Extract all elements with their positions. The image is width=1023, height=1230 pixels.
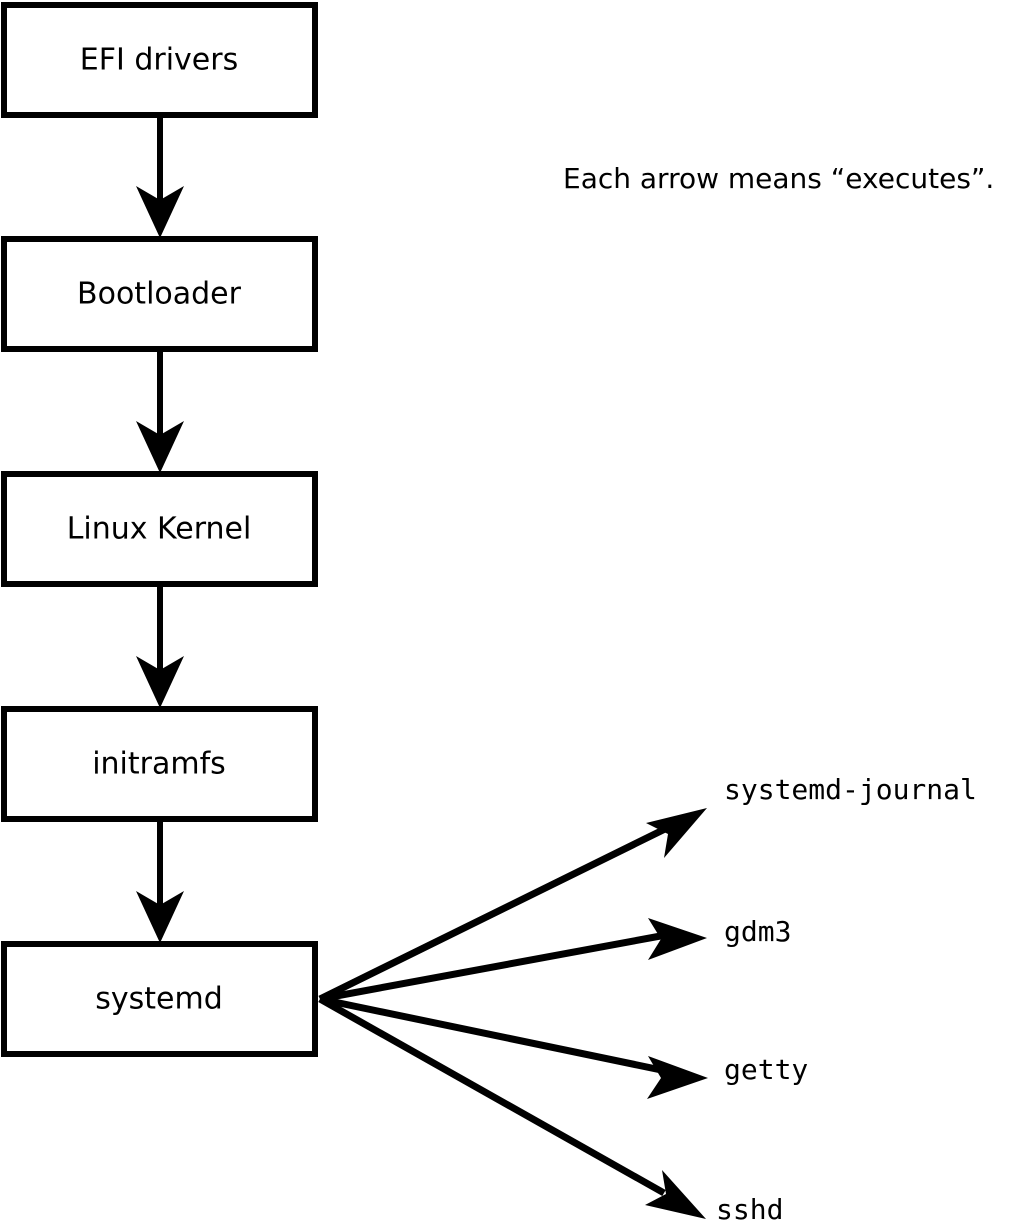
arrow-linux-kernel-to-initramfs <box>136 587 184 708</box>
diagram-caption: Each arrow means “executes”. <box>563 162 994 195</box>
box-linux-kernel[interactable] <box>1 471 318 587</box>
box-label-systemd: systemd <box>95 982 223 1017</box>
box-group-initramfs[interactable]: initramfs <box>1 706 318 822</box>
box-label-initramfs: initramfs <box>92 747 226 782</box>
arrow-initramfs-to-systemd <box>136 822 184 943</box>
box-label-efi-drivers: EFI drivers <box>80 43 238 78</box>
arrow-bootloader-to-linux-kernel <box>136 352 184 473</box>
box-label-bootloader: Bootloader <box>77 277 242 312</box>
box-group-linux-kernel[interactable]: Linux Kernel <box>1 471 318 587</box>
leaf-label-systemd-journal: systemd-journal <box>724 773 977 806</box>
arrow-systemd-to-sshd <box>318 995 706 1219</box>
box-initramfs[interactable] <box>1 706 318 822</box>
leaf-label-getty: getty <box>724 1053 808 1086</box>
arrow-efi-drivers-to-bootloader <box>136 118 184 238</box>
box-label-linux-kernel: Linux Kernel <box>67 512 252 547</box>
box-bootloader[interactable] <box>1 236 318 352</box>
leaf-label-sshd: sshd <box>716 1193 783 1226</box>
arrow-systemd-to-getty <box>319 995 708 1099</box>
box-efi-drivers[interactable] <box>1 2 318 118</box>
box-group-systemd[interactable]: systemd <box>1 941 318 1057</box>
leaf-label-gdm3: gdm3 <box>724 915 791 948</box>
arrow-systemd-to-gdm3 <box>319 918 707 1003</box>
box-group-efi-drivers[interactable]: EFI drivers <box>1 2 318 118</box>
arrow-systemd-to-systemd-journal <box>318 808 707 1003</box>
box-systemd[interactable] <box>1 941 318 1057</box>
box-group-bootloader[interactable]: Bootloader <box>1 236 318 352</box>
